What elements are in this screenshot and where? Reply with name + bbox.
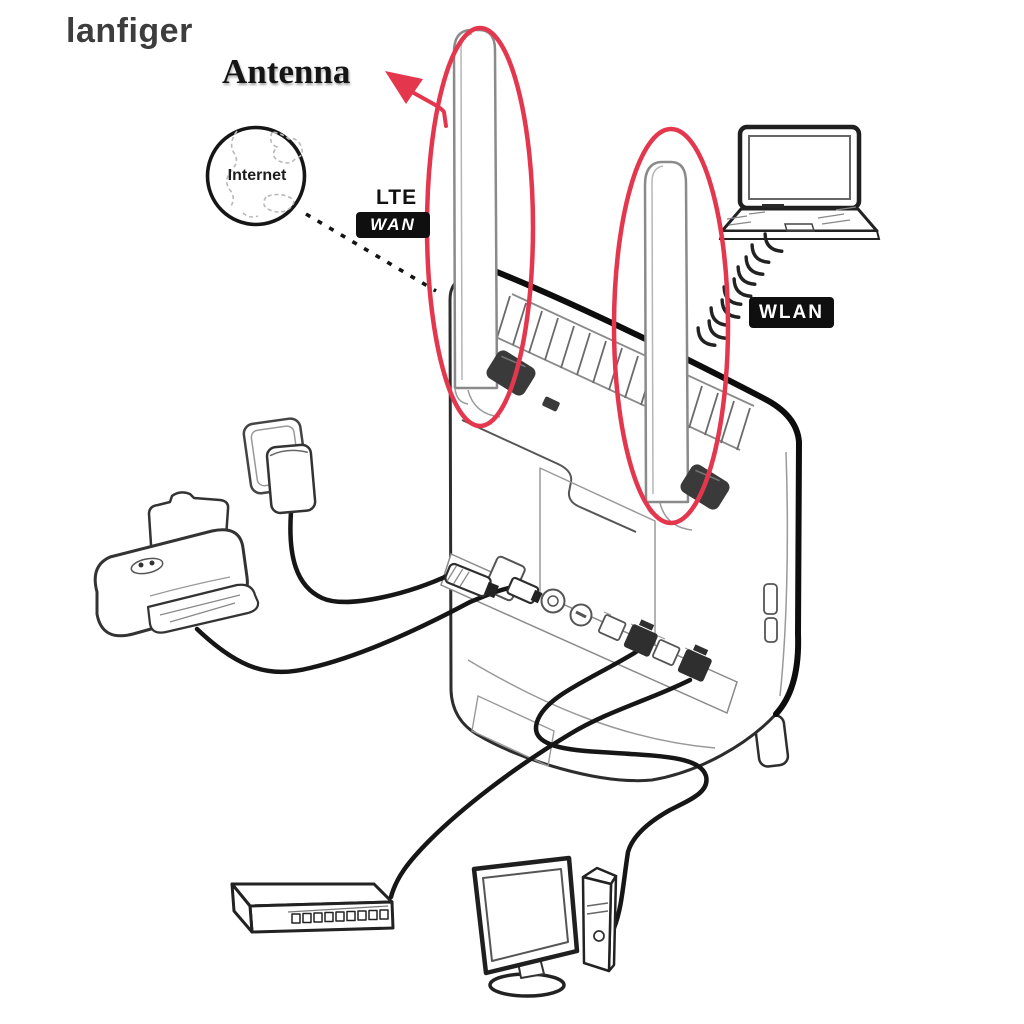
lan-cable-computer [533, 649, 709, 931]
laptop-icon [718, 124, 881, 240]
lte-label: LTE [376, 186, 418, 209]
wlan-badge: WLAN [749, 297, 834, 328]
antenna-pointer-arrow-icon [385, 71, 448, 128]
antenna-left-icon [452, 28, 499, 390]
computer-icon [471, 855, 618, 998]
wan-badge: WAN [356, 212, 430, 238]
switch-icon [230, 882, 395, 934]
internet-label: Internet [227, 167, 287, 184]
lan-cable-switch [388, 677, 693, 900]
power-cable [288, 509, 452, 605]
antenna-label: Antenna [222, 52, 351, 91]
plugs [444, 562, 712, 682]
ethernet-plug-icon [623, 619, 658, 657]
cables [194, 509, 709, 931]
ethernet-plug-icon [677, 644, 712, 682]
usb-plug-icon [506, 576, 543, 605]
internet-globe-icon [205, 125, 307, 227]
printer-icon [93, 491, 260, 638]
dotted-link-line [305, 212, 437, 293]
power-plug-icon [444, 562, 499, 599]
wifi-signal-icon [696, 232, 784, 347]
wan-badge-text: WAN [370, 215, 416, 234]
antenna-right-icon [643, 160, 690, 504]
power-adapter-icon [242, 417, 317, 515]
wlan-badge-text: WLAN [759, 301, 824, 323]
watermark: lanfiger [66, 12, 193, 50]
